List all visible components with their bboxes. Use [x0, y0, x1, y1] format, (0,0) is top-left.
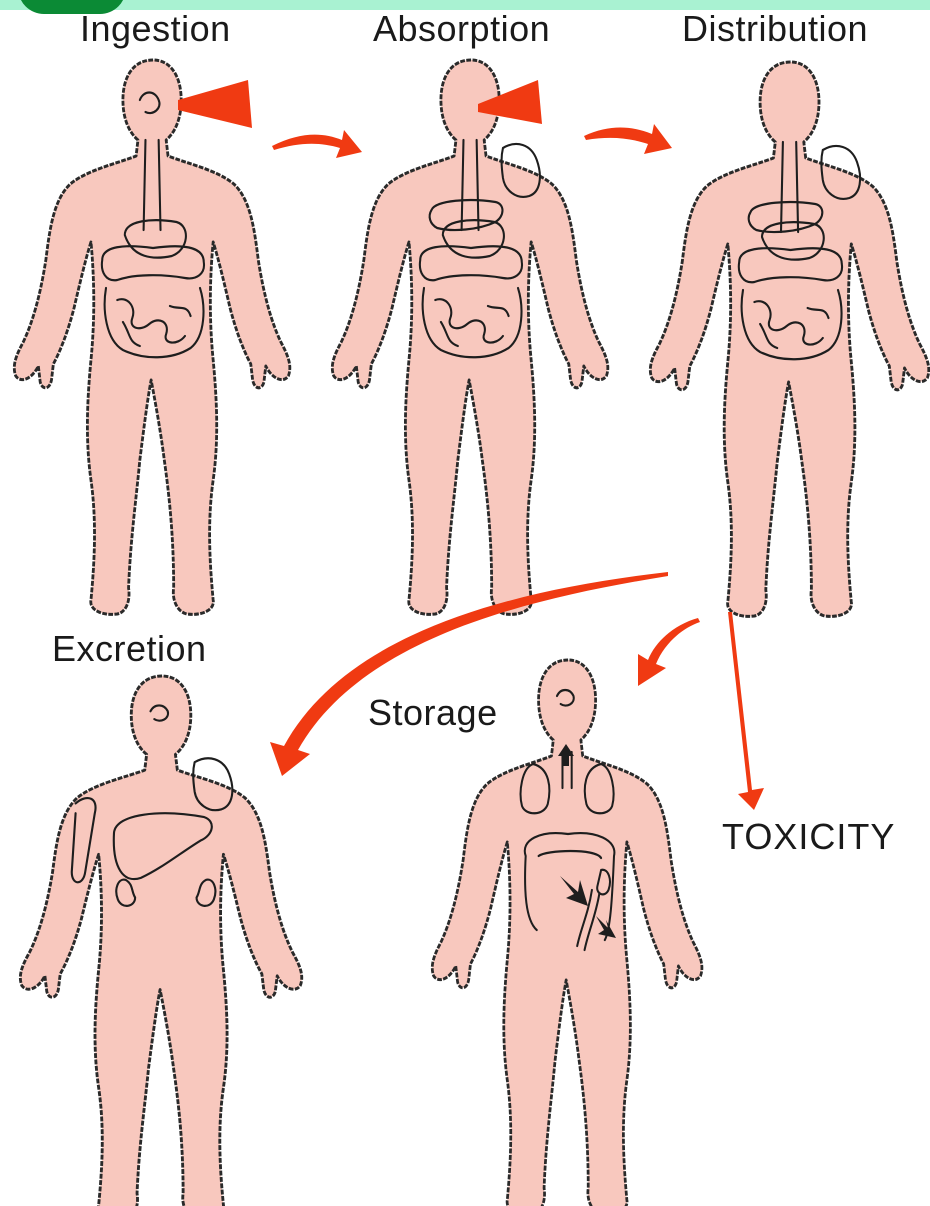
stage-label-ingestion: Ingestion: [80, 8, 231, 50]
arrow-to-excretion: [270, 572, 668, 776]
stage-label-absorption: Absorption: [373, 8, 550, 50]
stage-label-toxicity: TOXICITY: [722, 816, 895, 858]
stage-label-storage: Storage: [368, 692, 498, 734]
stage-label-distribution: Distribution: [682, 8, 868, 50]
ingestion-mouth-arrow: [178, 80, 252, 128]
arrow-to-storage: [638, 618, 700, 686]
stage-label-excretion: Excretion: [52, 628, 207, 670]
arrow-absorption-to-distribution: [584, 124, 672, 154]
figure-ingestion: [14, 60, 290, 614]
arrow-to-toxicity: [728, 612, 764, 810]
figure-storage: [432, 660, 702, 1206]
arrow-ingestion-to-absorption: [272, 130, 362, 158]
figure-distribution: [650, 62, 928, 616]
figure-absorption: [332, 60, 608, 614]
figure-excretion: [20, 676, 301, 1206]
